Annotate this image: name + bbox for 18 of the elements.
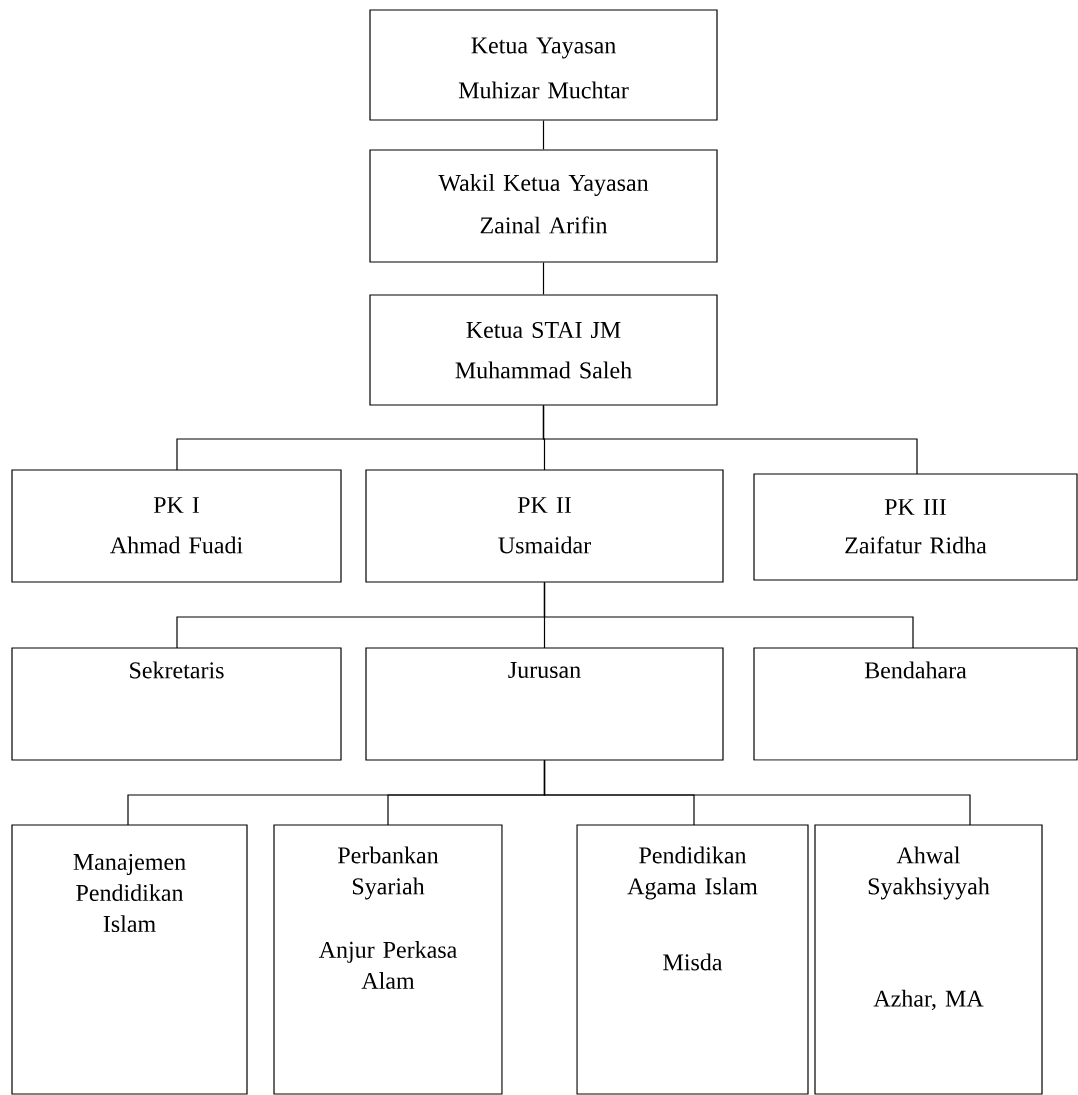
connector-line [542, 405, 918, 475]
connector-line [543, 760, 971, 826]
org-box: Jurusan [365, 647, 724, 761]
org-box: Ketua STAI JM Muhammad Saleh [369, 294, 718, 406]
org-box: Ketua Yayasan Muhizar Muchtar [369, 9, 718, 121]
org-box: PK III Zaifatur Ridha [753, 473, 1078, 581]
org-box: Manajemen Pendidikan Islam [11, 824, 248, 1095]
org-box: PK I Ahmad Fuadi [11, 469, 342, 583]
org-box: Ahwal Syakhsiyyah Azhar, MA [814, 824, 1043, 1095]
connector-line [542, 262, 545, 295]
org-box: Pendidikan Agama Islam Misda [576, 824, 809, 1095]
org-box: Perbankan Syariah Anjur Perkasa Alam [273, 824, 503, 1095]
org-box: Wakil Ketua Yayasan Zainal Arifin [369, 149, 718, 263]
org-box: PK II Usmaidar [365, 469, 724, 583]
connector-line [542, 120, 545, 150]
org-box: Bendahara [753, 647, 1078, 761]
org-box: Sekretaris [11, 647, 342, 761]
connector-line [543, 582, 914, 649]
